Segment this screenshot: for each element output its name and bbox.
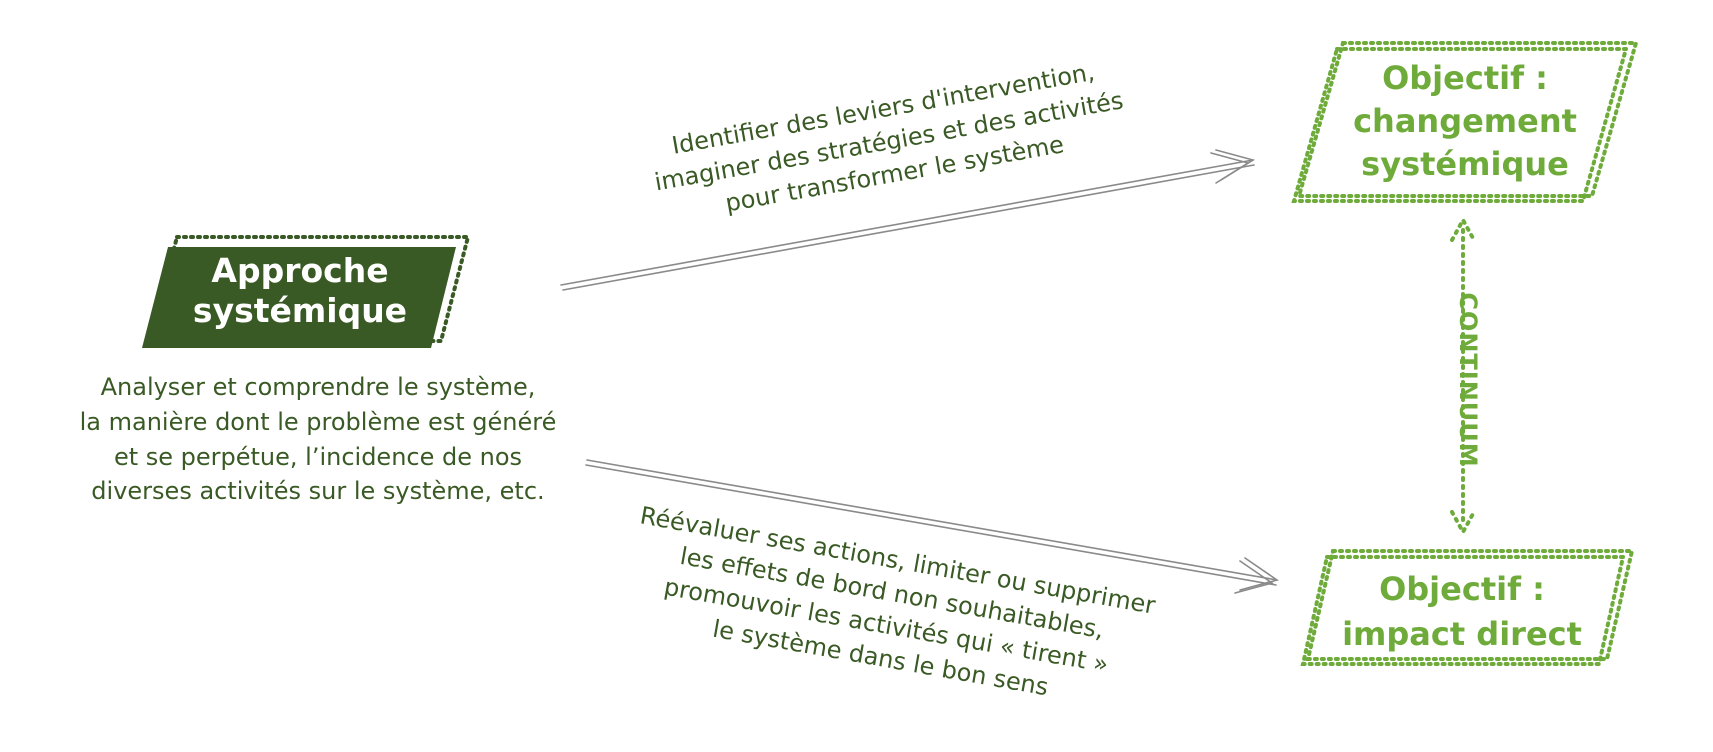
goal-systemic-dotted-frame-outer — [1296, 41, 1639, 198]
continuum-link — [1450, 215, 1476, 537]
goal-systemic-dotted-frame-inner — [1291, 47, 1629, 203]
approach-title-line-2: systémique — [192, 290, 408, 330]
goal-systemic-title-line-3: systémique — [1361, 144, 1569, 183]
arrow-to-direct-impact — [585, 459, 1279, 594]
goal-systemic-title-line-1: Objectif : — [1382, 59, 1548, 97]
approach-title: Approche systémique — [150, 251, 450, 330]
approach-box — [142, 247, 456, 348]
approach-box-dotted-frame — [147, 235, 471, 343]
approach-description-line-2: la manière dont le problème est généré — [79, 407, 557, 436]
approach-description-line-4: diverses activités sur le système, etc. — [91, 477, 545, 506]
goal-systemic-title-line-2: changement — [1353, 101, 1577, 140]
approach-description-line-3: et se perpétue, l’incidence de nos — [113, 442, 523, 471]
goal-direct-title-line-1: Objectif : — [1379, 570, 1545, 608]
goal-direct-title-line-2: impact direct — [1342, 614, 1582, 653]
approach-title-line-1: Approche — [211, 251, 389, 290]
approach-description: Analyser et comprendre le système, la ma… — [80, 370, 557, 509]
goal-systemic-title: Objectif : changement systémique — [1315, 57, 1615, 186]
arrow-to-systemic-change — [560, 149, 1255, 291]
goal-direct-dotted-frame-outer — [1305, 549, 1635, 661]
goal-direct-dotted-frame-inner — [1300, 555, 1626, 666]
continuum-label: CONTINUUM — [1454, 292, 1482, 468]
approach-description-line-1: Analyser et comprendre le système, — [100, 373, 536, 401]
goal-direct-title: Objectif : impact direct — [1312, 567, 1612, 657]
